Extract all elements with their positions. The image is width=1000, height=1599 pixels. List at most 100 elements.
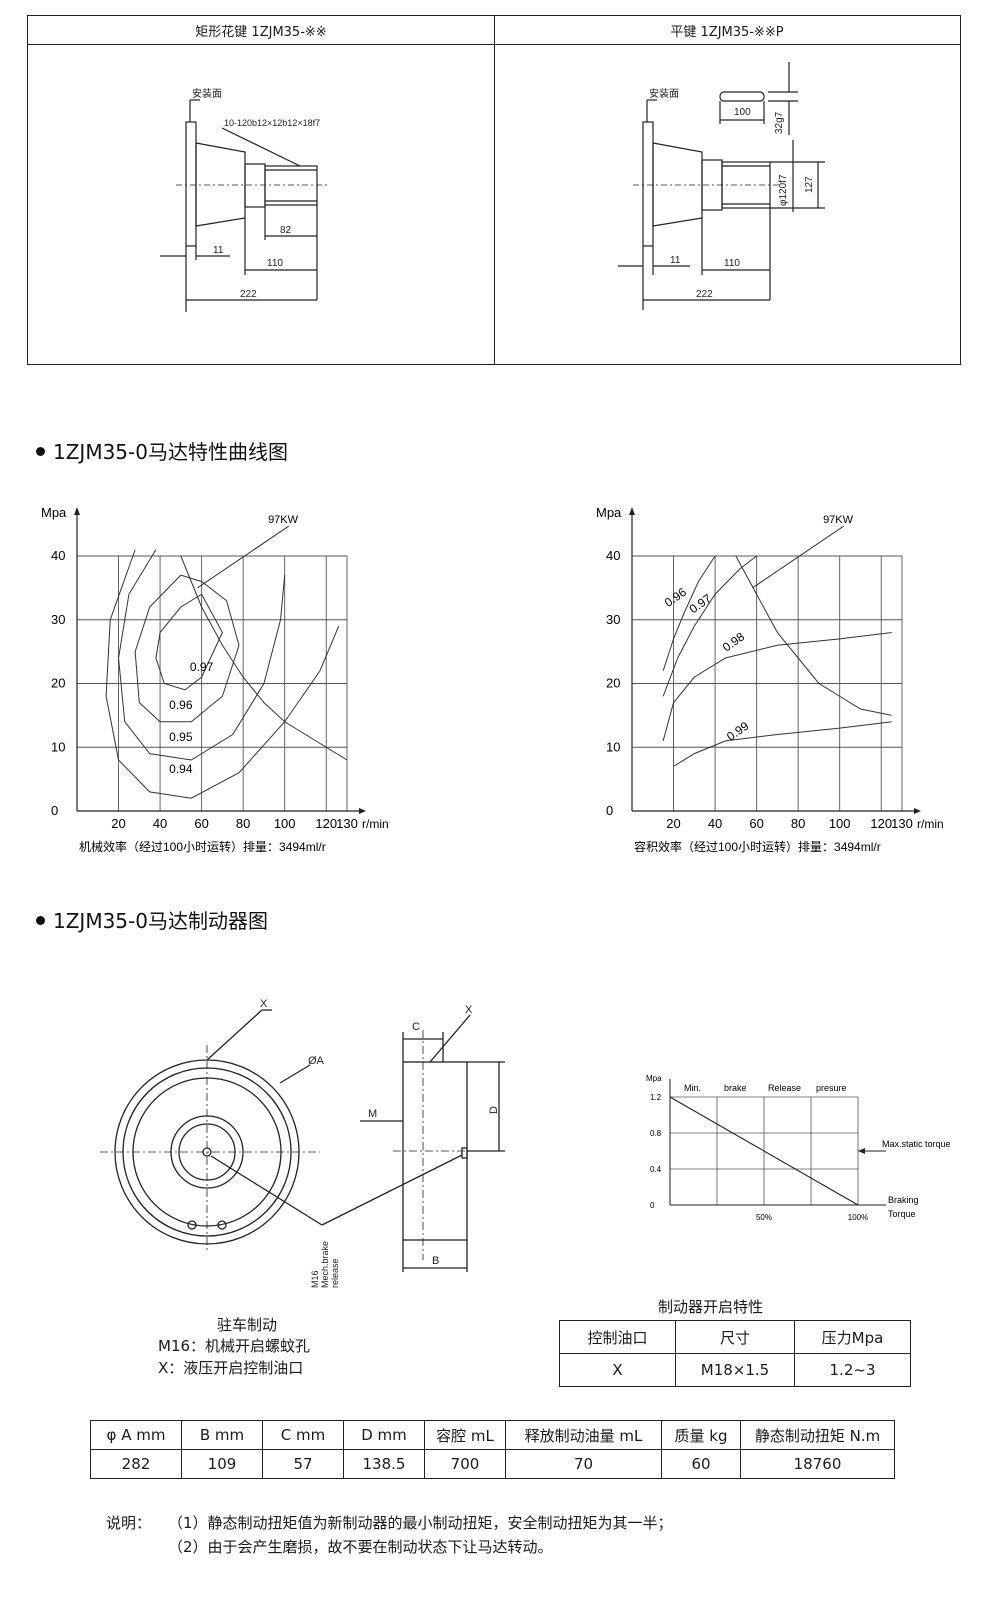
header-label: Min. <box>684 1083 701 1093</box>
parking-note-x: X：液压开启控制油口 <box>158 1359 304 1377</box>
spec-header-mass: 质量 kg <box>661 1420 741 1450</box>
chart-caption: 机械效率（经过100小时运转）排量：3494ml/r <box>79 839 326 854</box>
efficiency-curve <box>134 574 240 723</box>
x-axis-arrow <box>359 808 366 814</box>
annotation-leader <box>197 525 290 589</box>
efficiency-label: 0.96 <box>169 698 193 712</box>
efficiency-label: 0.97 <box>190 660 214 674</box>
x-tick-label: 80 <box>791 816 805 831</box>
y-tick-label: 0 <box>606 803 613 818</box>
y-tick-label: 40 <box>606 548 620 563</box>
m16-label: M16 <box>310 1270 320 1288</box>
left-dim-110: 110 <box>267 258 283 269</box>
x-tick-label: 40 <box>153 816 167 831</box>
note-line-1: （1）静态制动扭矩值为新制动器的最小制动扭矩，安全制动扭矩为其一半； <box>168 1514 673 1532</box>
spec-cell-a: 282 <box>90 1449 182 1479</box>
efficiency-curve <box>662 555 716 671</box>
efficiency-label: 0.95 <box>169 730 193 744</box>
bullet-icon <box>36 916 45 925</box>
left-dim-222: 222 <box>240 289 257 300</box>
max-torque-label: Max.static torque <box>882 1139 951 1149</box>
y-tick-label: 10 <box>606 739 620 754</box>
x-tick-label: 20 <box>666 816 680 831</box>
header-label: brake <box>724 1083 747 1093</box>
efficiency-curve <box>673 721 892 767</box>
x-tick-label: 120 <box>315 816 337 831</box>
y-tick-label: 1.2 <box>650 1093 662 1102</box>
right-dim-100: 100 <box>734 107 751 118</box>
efficiency-curve <box>662 632 892 742</box>
header-label: Release <box>768 1083 801 1093</box>
x-axis-label: r/min <box>917 817 944 831</box>
release-label: release <box>330 1258 340 1288</box>
spec-header-d: D mm <box>343 1420 425 1450</box>
spec-header-a: φ A mm <box>90 1420 182 1450</box>
efficiency-label: 0.97 <box>687 591 714 616</box>
note-line-2: （2）由于会产生磨损，故不要在制动状态下让马达转动。 <box>168 1538 553 1556</box>
right-dim-11: 11 <box>670 255 681 266</box>
y-axis-label: Mpa <box>596 505 622 520</box>
y-tick-label: 20 <box>606 676 620 691</box>
efficiency-label: 0.96 <box>662 585 689 610</box>
efficiency-curve <box>735 555 892 716</box>
efficiency-curve <box>105 549 340 799</box>
efficiency-label: 0.98 <box>720 629 747 654</box>
shaft-drawing-panel: 矩形花键 1ZJM35-※※ 平键 1ZJM35-※※P <box>27 15 961 365</box>
x-tick-label: 100 <box>274 816 296 831</box>
spec-header-release-oil: 释放制动油量 mL <box>505 1420 662 1450</box>
shaft-drawings: 安装面 10-120b12×12b12×18f7 82 11 110 222 安… <box>160 62 825 312</box>
efficiency-label: 0.94 <box>169 762 193 776</box>
spec-header-torque: 静态制动扭矩 N.m <box>740 1420 895 1450</box>
x-axis-label: r/min <box>362 817 389 831</box>
efficiency-curve <box>155 593 223 691</box>
y-tick-label: 30 <box>606 612 620 627</box>
brake-m-label: M <box>368 1108 377 1120</box>
x-tick-label: 130 <box>336 816 358 831</box>
open-header-port: 控制油口 <box>559 1320 676 1354</box>
open-cell-port: X <box>559 1353 676 1387</box>
y-axis-arrow <box>629 507 635 515</box>
spline-spec: 10-120b12×12b12×18f7 <box>224 118 320 128</box>
x-axis-label-2: Torque <box>888 1209 916 1219</box>
parking-note-m16: M16：机械开启螺蚊孔 <box>158 1337 311 1355</box>
release-line <box>669 1096 859 1206</box>
x-tick-label: 130 <box>891 816 913 831</box>
right-dim-phi120f7: φ120f7 <box>778 174 789 206</box>
y-tick-label: 30 <box>51 612 65 627</box>
open-header-size: 尺寸 <box>675 1320 795 1354</box>
spec-header-c: C mm <box>262 1420 344 1450</box>
efficiency-curve <box>118 549 286 761</box>
y-axis-label: Mpa <box>646 1074 662 1083</box>
open-header-pressure: 压力Mpa <box>794 1320 911 1354</box>
x-tick-label: 20 <box>111 816 125 831</box>
spec-cell-c: 57 <box>262 1449 344 1479</box>
brake-drawing: X ØA C X M D B M16 Mech.brake release <box>100 998 505 1288</box>
power-annotation: 97KW <box>823 514 854 526</box>
spec-cell-d: 138.5 <box>343 1449 425 1479</box>
open-characteristics-table: 控制油口 尺寸 压力Mpa X M18×1.5 1.2~3 <box>559 1320 911 1387</box>
x-tick-label: 80 <box>236 816 250 831</box>
y-tick-label: 0.8 <box>650 1129 662 1138</box>
y-tick-label: 0.4 <box>650 1165 662 1174</box>
y-tick-label: 40 <box>51 548 65 563</box>
spec-cell-torque: 18760 <box>740 1449 895 1479</box>
x-tick-label: 100 <box>829 816 851 831</box>
spec-cell-release-oil: 70 <box>505 1449 662 1479</box>
efficiency-label: 0.99 <box>724 719 751 744</box>
right-mount-label: 安装面 <box>649 87 679 100</box>
open-table-title: 制动器开启特性 <box>658 1298 764 1316</box>
power-annotation: 97KW <box>268 514 299 526</box>
spec-cell-b: 109 <box>181 1449 263 1479</box>
right-dim-32g7: 32g7 <box>774 111 785 134</box>
brake-x-label-side: X <box>465 1004 473 1016</box>
left-mount-label: 安装面 <box>192 87 222 100</box>
spec-cell-mass: 60 <box>661 1449 741 1479</box>
brake-x-label-front: X <box>260 998 268 1010</box>
efficiency-curve <box>180 555 348 761</box>
spec-header-b: B mm <box>181 1420 263 1450</box>
annotation-leader <box>752 525 845 589</box>
left-dim-11: 11 <box>213 245 224 256</box>
